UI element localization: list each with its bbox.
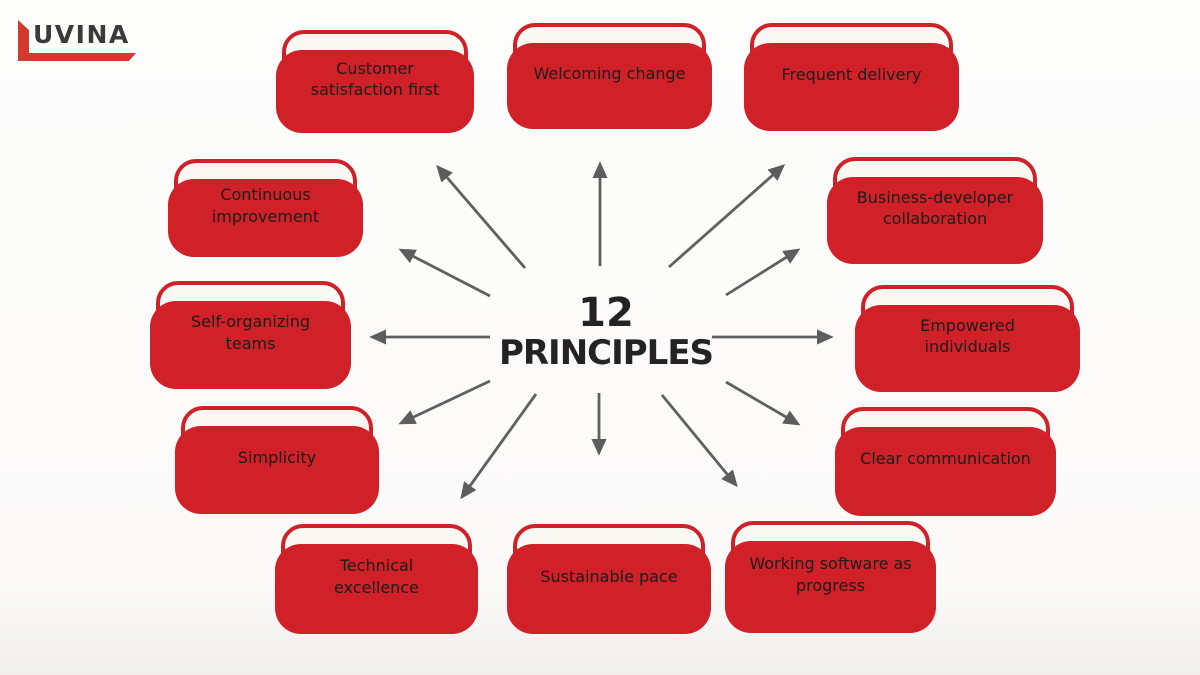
principle-label: Customer satisfaction first	[310, 58, 440, 99]
principle-box-business-developer-collaboration: Business-developer collaboration	[827, 157, 1043, 264]
principle-label: Working software as progress	[749, 554, 912, 595]
principle-box-continuous-improvement: Continuous improvement	[168, 159, 363, 257]
arrow-continuous-improvement	[398, 248, 491, 298]
principle-box-simplicity: Simplicity	[175, 406, 379, 514]
principle-box-customer-satisfaction: Customer satisfaction first	[276, 30, 474, 133]
arrow-business-developer	[725, 248, 801, 297]
principle-label: Technical excellence	[334, 556, 419, 597]
principle-box-clear-communication: Clear communication	[835, 407, 1056, 516]
arrow-simplicity	[398, 379, 491, 425]
principle-label: Business-developer collaboration	[856, 187, 1014, 228]
arrow-customer-satisfaction	[436, 164, 527, 269]
principle-label: Simplicity	[237, 447, 317, 467]
principle-box-empowered-individuals: Empowered individuals	[855, 285, 1080, 392]
principle-box-sustainable-pace: Sustainable pace	[507, 524, 711, 634]
principle-label: Frequent delivery	[781, 64, 922, 84]
logo-text: UVINA	[33, 20, 130, 49]
center-title: 12 PRINCIPLES	[420, 292, 792, 372]
principle-label: Clear communication	[860, 449, 1031, 469]
center-title-word: PRINCIPLES	[498, 333, 714, 373]
principle-box-frequent-delivery: Frequent delivery	[744, 23, 959, 131]
arrow-technical-excellence	[460, 393, 538, 500]
principle-box-self-organizing-teams: Self-organizing teams	[150, 281, 351, 389]
center-title-number: 12	[578, 290, 634, 336]
principle-box-working-software: Working software as progress	[725, 521, 936, 633]
principle-label: Empowered individuals	[920, 315, 1015, 356]
principle-label: Welcoming change	[533, 63, 686, 83]
principle-label: Self-organizing teams	[190, 312, 311, 353]
principle-box-technical-excellence: Technical excellence	[275, 524, 478, 634]
logo-l-mark-vertical	[18, 20, 29, 56]
principle-label: Sustainable pace	[540, 566, 678, 586]
arrow-working-software	[660, 394, 738, 488]
principle-box-welcoming-change: Welcoming change	[507, 23, 712, 129]
logo-l-mark-underline	[18, 53, 136, 61]
arrow-clear-communication	[725, 380, 801, 426]
principle-label: Continuous improvement	[211, 185, 320, 226]
arrow-frequent-delivery	[668, 164, 786, 269]
luvina-logo: UVINA	[16, 16, 146, 62]
